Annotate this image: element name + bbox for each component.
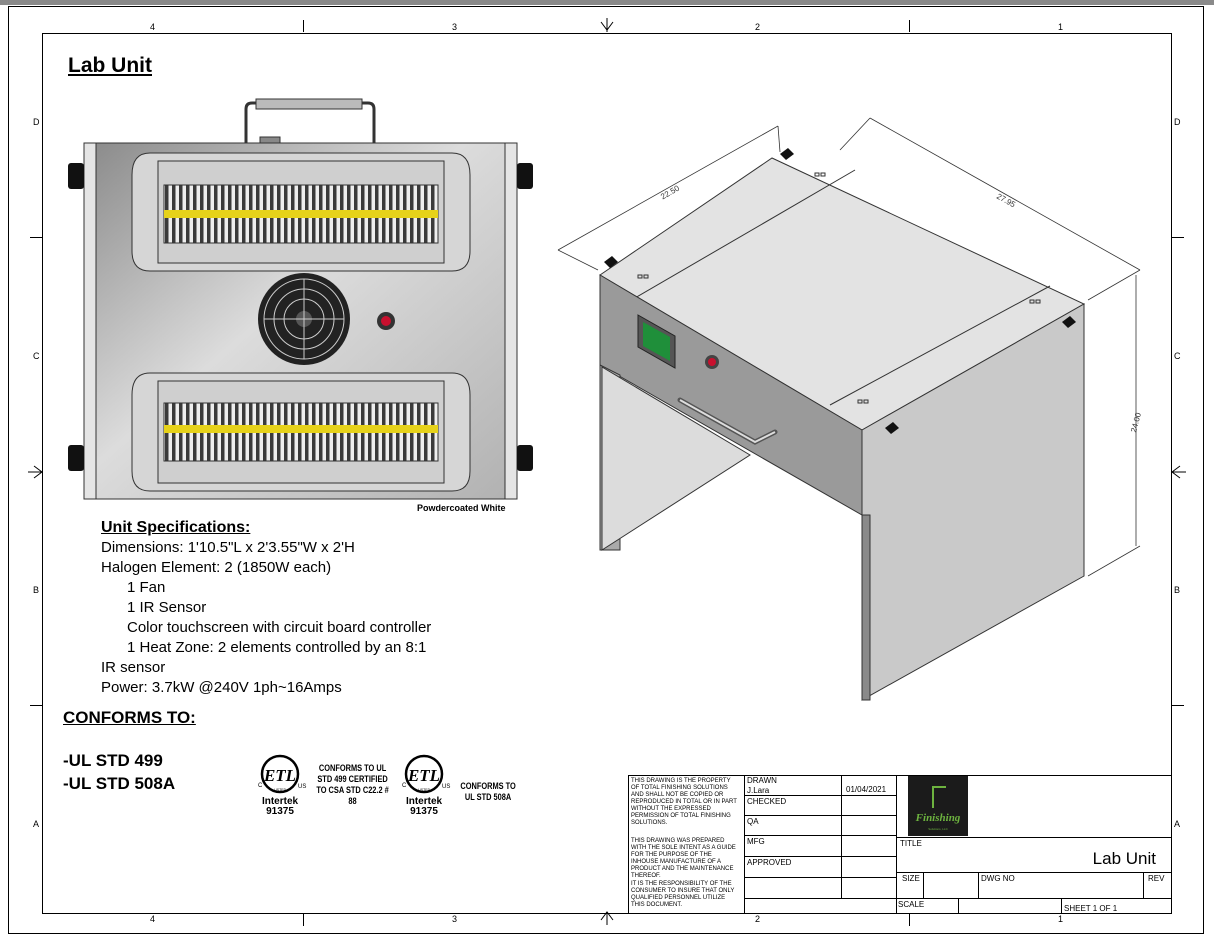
spec-line: 1 Heat Zone: 2 elements controlled by an… [127, 639, 427, 656]
spec-line: 1 Fan [127, 579, 166, 596]
zone-row-d-left: D [33, 117, 40, 127]
title-value: Lab Unit [1092, 849, 1156, 868]
cert-text-2: CONFORMS TO UL STD 508A [460, 781, 516, 803]
drawing-outer-frame [8, 6, 1204, 934]
tick [303, 914, 304, 926]
tick [1172, 705, 1184, 706]
zone-row-a-left: A [33, 819, 40, 829]
spec-line: 1 IR Sensor [127, 599, 207, 616]
size-label: SIZE [902, 874, 920, 883]
tick [909, 914, 910, 926]
logo-text: Finishing [915, 812, 961, 824]
zone-row-c-right: C [1174, 351, 1181, 361]
zone-col-4-bottom: 4 [150, 914, 156, 924]
zone-col-3-bottom: 3 [452, 914, 458, 924]
zone-col-2-top: 2 [755, 22, 761, 32]
disclaimer-intent: THIS DRAWING WAS PREPARED WITH THE SOLE … [631, 838, 736, 879]
zone-row-a-right: A [1174, 819, 1181, 829]
qa-label: QA [747, 817, 759, 826]
left-rail [83, 142, 97, 500]
sheet-label: SHEET 1 OF 1 [1064, 904, 1118, 913]
tick [1172, 237, 1184, 238]
disclaimer-property: THIS DRAWING IS THE PROPERTY OF TOTAL FI… [631, 778, 737, 826]
indicator-light-icon [708, 358, 716, 366]
knob-icon [68, 445, 84, 471]
spec-line: Color touchscreen with circuit board con… [127, 619, 432, 636]
cert-text-1: CONFORMS TO UL STD 499 CERTIFIED TO CSA … [316, 763, 389, 807]
tick [30, 705, 42, 706]
spec-line: Dimensions: 1'10.5"L x 2'3.55"W x 2'H [101, 539, 355, 556]
zone-row-b-left: B [33, 585, 40, 595]
rev-label: REV [1148, 874, 1165, 883]
touchscreen-icon [643, 322, 670, 361]
approved-label: APPROVED [747, 858, 792, 867]
spec-line: IR sensor [101, 659, 166, 676]
window-top-bar [0, 0, 1214, 5]
isometric-view-drawing [557, 117, 1141, 701]
drawn-date: 01/04/2021 [846, 785, 887, 794]
zone-row-d-right: D [1174, 117, 1181, 127]
mark-us: US [298, 784, 306, 790]
finish-label: Powdercoated White [417, 503, 506, 513]
title-block: THIS DRAWING IS THE PROPERTY OF TOTAL FI… [628, 775, 1172, 914]
etl-logo: ETL [407, 766, 440, 785]
disclaimer-responsibility: IT IS THE RESPONSIBILITY OF THE CONSUMER… [631, 881, 735, 908]
tick [909, 20, 910, 32]
company-logo: Finishing Solutions, LLC [908, 776, 968, 836]
zone-col-3-top: 3 [452, 22, 458, 32]
right-rail [504, 142, 518, 500]
specs-heading: Unit Specifications: [101, 519, 251, 536]
checked-label: CHECKED [747, 797, 787, 806]
logo-mark-icon [932, 786, 946, 808]
dwg-no-label: DWG NO [981, 874, 1015, 883]
zone-row-c-left: C [33, 351, 40, 361]
intertek-number: 91375 [266, 806, 294, 817]
mark-us: US [442, 784, 450, 790]
spec-line: Halogen Element: 2 (1850W each) [101, 559, 332, 576]
zone-col-2-bottom: 2 [755, 914, 761, 924]
mark-c: C [258, 783, 263, 789]
left-side-panel [601, 366, 751, 551]
indicator-light-icon [381, 316, 391, 326]
scale-label: SCALE [898, 900, 925, 909]
etl-logo: ETL [263, 766, 296, 785]
unit-specifications: Unit Specifications: Dimensions: 1'10.5"… [101, 518, 431, 698]
standard-ul-499: -UL STD 499 [63, 751, 163, 770]
mark-c: C [402, 783, 407, 789]
drawn-label: DRAWN [747, 776, 777, 785]
intertek-number: 91375 [410, 806, 438, 817]
zone-col-1-top: 1 [1058, 22, 1064, 32]
knob-icon [517, 445, 533, 471]
knob-icon [517, 163, 533, 189]
handle-grip [255, 98, 363, 110]
page-title: Lab Unit [68, 54, 152, 77]
etl-mark-icon: ETL C US LISTED [258, 754, 306, 794]
mark-listed: LISTED [418, 788, 431, 792]
bottom-heater-element [164, 425, 438, 433]
zone-row-b-right: B [1174, 585, 1181, 595]
mark-listed: LISTED [274, 788, 287, 792]
intertek-brand: Intertek [405, 796, 443, 807]
zone-col-4-top: 4 [150, 22, 156, 32]
top-heater-element [164, 210, 438, 218]
drawn-by: J.Lara [747, 786, 770, 795]
logo-subtext: Solutions, LLC [928, 827, 948, 831]
etl-mark-icon: ETL C US LISTED [402, 754, 450, 794]
zone-col-1-bottom: 1 [1058, 914, 1064, 924]
knob-icon [68, 163, 84, 189]
standard-ul-508a: -UL STD 508A [63, 774, 176, 793]
intertek-brand: Intertek [261, 796, 299, 807]
tick [303, 20, 304, 32]
title-label: TITLE [900, 839, 922, 848]
tick [30, 237, 42, 238]
front-view-drawing [68, 98, 533, 500]
spec-line: Power: 3.7kW @240V 1ph~16Amps [101, 679, 342, 696]
mfg-label: MFG [747, 837, 765, 846]
conforms-heading: CONFORMS TO: [63, 708, 196, 727]
